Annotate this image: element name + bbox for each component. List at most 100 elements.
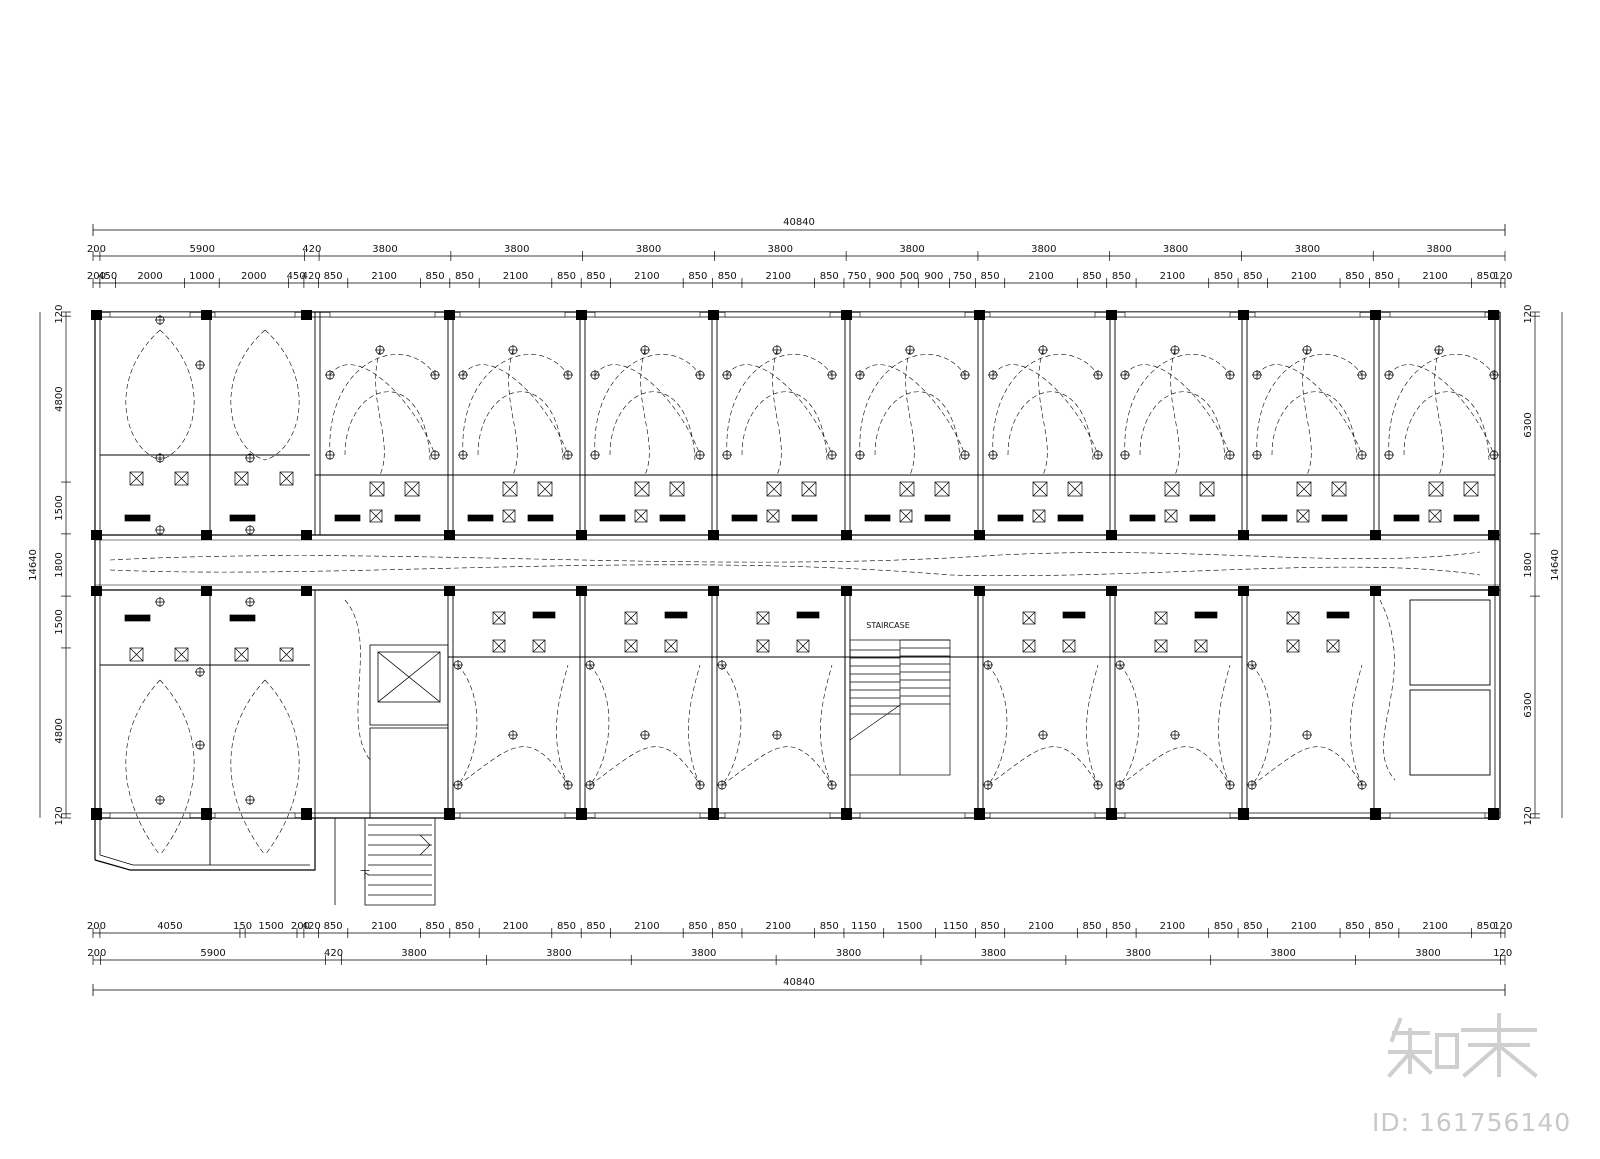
- top-detail-dim-12: 850: [557, 271, 576, 282]
- bottom-detail-dim-11: 850: [557, 921, 576, 932]
- bottom-detail-dim-22: 2100: [1028, 921, 1053, 932]
- top-detail-dim-2: 2000: [137, 271, 162, 282]
- stair-down-label: 下: [360, 870, 370, 881]
- bottom-detail-dim-14: 850: [688, 921, 707, 932]
- bottom-bay-dim-6: 3800: [836, 948, 861, 959]
- room-partitions: [100, 312, 1495, 865]
- top-detail-dim-18: 850: [820, 271, 839, 282]
- bottom-detail-dim-12: 850: [586, 921, 605, 932]
- overall-width-bottom: 40840: [783, 977, 815, 988]
- top-detail-dim-15: 850: [688, 271, 707, 282]
- top-detail-dim-36: 120: [1493, 271, 1512, 282]
- overall-height-right: 14640: [1550, 549, 1561, 581]
- top-detail-dim-3: 1000: [189, 271, 214, 282]
- top-detail-dim-19: 750: [847, 271, 866, 282]
- bottom-bay-dim-11: 120: [1493, 948, 1512, 959]
- bathroom-fixtures: [124, 471, 1480, 662]
- top-bay-dim-9: 3800: [1163, 244, 1188, 255]
- dimension-bottom-overall: [92, 984, 1506, 996]
- bottom-detail-dim-2: 150: [233, 921, 252, 932]
- top-detail-dim-22: 900: [924, 271, 943, 282]
- top-bay-dim-5: 3800: [636, 244, 661, 255]
- bottom-detail-dim-17: 850: [820, 921, 839, 932]
- top-detail-dim-16: 850: [718, 271, 737, 282]
- top-detail-dim-13: 850: [586, 271, 605, 282]
- watermark-id: ID: 161756140: [1372, 1108, 1572, 1137]
- circuit-wiring: [109, 329, 1495, 856]
- top-bay-dim-7: 3800: [899, 244, 924, 255]
- top-bay-dim-2: 420: [302, 244, 321, 255]
- top-detail-dim-34: 2100: [1422, 271, 1447, 282]
- overall-width-top: 40840: [783, 217, 815, 228]
- top-bay-dim-10: 3800: [1295, 244, 1320, 255]
- bottom-detail-dim-24: 850: [1112, 921, 1131, 932]
- bottom-detail-dim-15: 850: [718, 921, 737, 932]
- right-dim-2: 1800: [1523, 552, 1534, 577]
- light-fixtures: [155, 315, 1499, 805]
- bottom-detail-dim-4: 200: [291, 921, 310, 932]
- bottom-detail-dim-20: 1150: [943, 921, 968, 932]
- bottom-detail-dim-0: 200: [87, 921, 106, 932]
- top-detail-dim-25: 2100: [1028, 271, 1053, 282]
- top-detail-dim-4: 2000: [241, 271, 266, 282]
- bottom-bay-dim-5: 3800: [691, 948, 716, 959]
- bottom-detail-dim-5: 420: [302, 921, 321, 932]
- top-bay-dim-8: 3800: [1031, 244, 1056, 255]
- top-bay-dim-11: 3800: [1426, 244, 1451, 255]
- top-detail-dim-9: 850: [426, 271, 445, 282]
- top-detail-dim-26: 850: [1082, 271, 1101, 282]
- left-dim-5: 4800: [54, 718, 65, 743]
- structural-columns: [91, 310, 1499, 820]
- top-detail-dim-1: 450: [98, 271, 117, 282]
- top-detail-dim-0: 200: [87, 271, 106, 282]
- top-detail-dim-6: 420: [302, 271, 321, 282]
- bottom-detail-dim-18: 1150: [851, 921, 876, 932]
- right-dim-3: 6300: [1523, 692, 1534, 717]
- top-detail-dim-7: 850: [324, 271, 343, 282]
- top-detail-dim-10: 850: [455, 271, 474, 282]
- bottom-detail-dim-29: 850: [1345, 921, 1364, 932]
- bottom-detail-dim-28: 2100: [1291, 921, 1316, 932]
- top-detail-dim-23: 750: [953, 271, 972, 282]
- staircase: [368, 639, 951, 896]
- top-detail-dim-35: 850: [1477, 271, 1496, 282]
- bottom-detail-dim-8: 850: [426, 921, 445, 932]
- left-dim-2: 1500: [54, 495, 65, 520]
- top-bay-dim-3: 3800: [372, 244, 397, 255]
- bottom-bay-dim-4: 3800: [546, 948, 571, 959]
- bottom-detail-dim-33: 120: [1493, 921, 1512, 932]
- bottom-detail-dim-3: 1500: [258, 921, 283, 932]
- top-detail-dim-14: 2100: [634, 271, 659, 282]
- left-dim-3: 1800: [54, 552, 65, 577]
- elevator-shaft: [369, 644, 449, 819]
- bottom-bay-dim-2: 420: [324, 948, 343, 959]
- left-dim-4: 1500: [54, 609, 65, 634]
- right-dim-4: 120: [1523, 806, 1534, 825]
- bottom-detail-dim-7: 2100: [371, 921, 396, 932]
- left-dim-0: 120: [54, 305, 65, 324]
- bottom-bay-dim-0: 200: [87, 948, 106, 959]
- bottom-bay-dim-1: 5900: [200, 948, 225, 959]
- bottom-detail-dim-16: 2100: [766, 921, 791, 932]
- bottom-detail-dim-1: 4050: [157, 921, 182, 932]
- bottom-detail-dim-32: 850: [1477, 921, 1496, 932]
- top-detail-dim-17: 2100: [766, 271, 791, 282]
- bottom-detail-dim-21: 850: [980, 921, 999, 932]
- bottom-detail-dim-25: 2100: [1160, 921, 1185, 932]
- bottom-detail-dim-30: 850: [1375, 921, 1394, 932]
- left-dim-6: 120: [54, 806, 65, 825]
- top-detail-dim-27: 850: [1112, 271, 1131, 282]
- top-detail-dim-8: 2100: [371, 271, 396, 282]
- top-detail-dim-32: 850: [1345, 271, 1364, 282]
- bottom-detail-dim-9: 850: [455, 921, 474, 932]
- bottom-detail-dim-26: 850: [1214, 921, 1233, 932]
- bottom-detail-dim-13: 2100: [634, 921, 659, 932]
- bottom-bay-dim-8: 3800: [1126, 948, 1151, 959]
- overall-height-left: 14640: [28, 549, 39, 581]
- bottom-bay-dim-9: 3800: [1270, 948, 1295, 959]
- top-detail-dim-21: 500: [900, 271, 919, 282]
- top-detail-dim-5: 450: [287, 271, 306, 282]
